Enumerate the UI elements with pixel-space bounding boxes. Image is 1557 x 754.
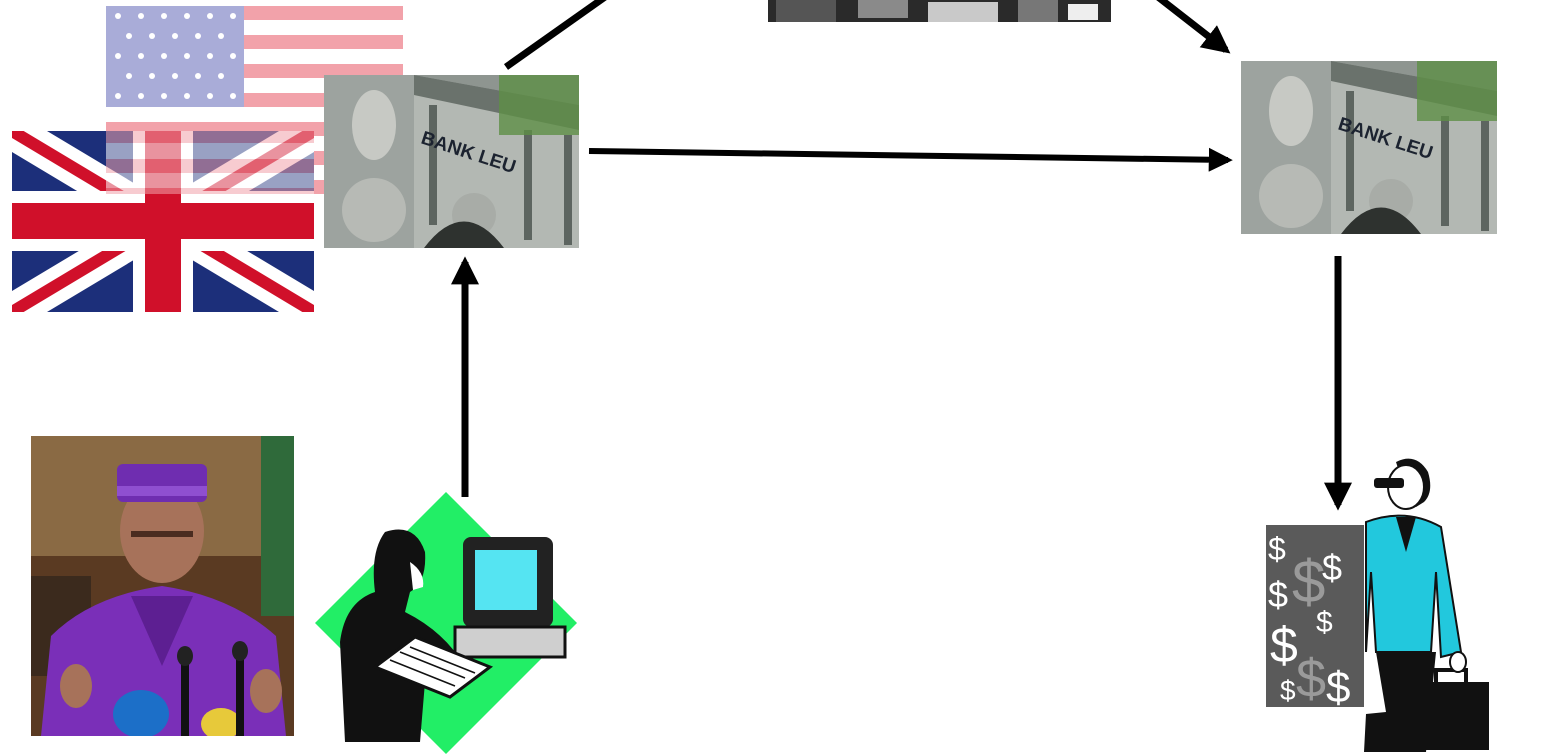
businesswoman-clipart: $ $ $ $ $ $ $ $ $	[1266, 452, 1496, 754]
computer-user-clipart	[315, 492, 577, 754]
svg-text:$: $	[1292, 548, 1325, 615]
leader-photo	[31, 436, 294, 736]
svg-text:$: $	[1280, 675, 1296, 706]
us-flag-overlay	[106, 131, 314, 194]
svg-text:$: $	[1268, 531, 1286, 567]
svg-text:$: $	[1326, 663, 1350, 712]
bank-leu-left-image: BANK LEU	[324, 75, 579, 248]
arrow-left-bank-to-top	[506, 0, 605, 67]
top-building-photo	[768, 0, 1111, 22]
svg-text:$: $	[1270, 617, 1298, 673]
bank-leu-right-image: BANK LEU	[1241, 61, 1497, 234]
svg-text:$: $	[1268, 574, 1288, 615]
svg-text:$: $	[1296, 649, 1326, 709]
arrow-left-bank-to-right-bank	[589, 151, 1228, 160]
svg-text:$: $	[1322, 547, 1342, 588]
arrow-top-to-right-bank	[1158, 0, 1226, 50]
svg-text:$: $	[1316, 606, 1333, 639]
